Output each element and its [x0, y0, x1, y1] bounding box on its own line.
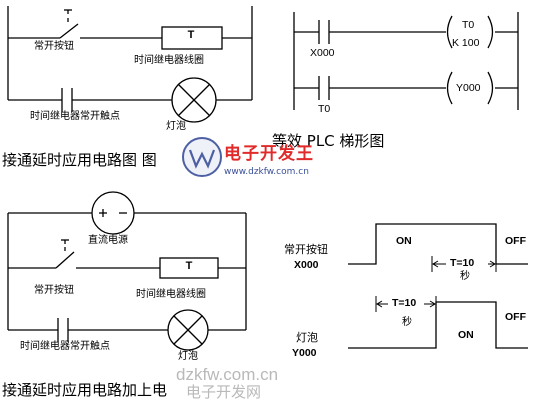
top-circuit-wiring [7, 6, 253, 101]
watermark-logo [182, 137, 222, 177]
bottom-timer-coil [159, 257, 219, 279]
bottom-lamp-symbol [167, 309, 209, 351]
top-switch-symbol [59, 9, 79, 39]
plc-t0-contact-label: T0 [318, 103, 331, 115]
y000-waveform [348, 301, 528, 349]
dc-supply-label: 直流电源 [88, 235, 128, 246]
signal-1-name: 常开按钮 [284, 243, 328, 256]
plc-y000-label: Y000 [456, 82, 481, 94]
watermark-site-cn: 电子开发网 [186, 383, 262, 401]
signal-1-off: OFF [505, 235, 526, 247]
bottom-timer-contact [57, 318, 69, 342]
top-switch-label: 常开按钮 [34, 41, 74, 52]
bottom-circuit-caption: 接通延时应用电路加上电 [2, 381, 168, 399]
plc-rung-1 [294, 15, 518, 49]
delay-2-marker [375, 296, 437, 312]
plc-x000-label: X000 [310, 47, 335, 59]
signal-1-on: ON [396, 235, 412, 247]
delay-2-value: T=10 [392, 297, 417, 309]
top-lamp-symbol [171, 77, 217, 123]
watermark-brand: 电子开发王 [224, 144, 314, 164]
delay-2-unit: 秒 [402, 317, 412, 328]
plc-timer-name: T0 [462, 19, 475, 31]
bottom-circuit-wiring [7, 212, 247, 331]
top-contact-label: 时间继电器常开触点 [30, 111, 120, 122]
top-lamp-label: 灯泡 [166, 121, 186, 132]
signal-2-id: Y000 [292, 347, 317, 359]
bottom-contact-label: 时间继电器常开触点 [20, 341, 110, 352]
top-timer-contact [61, 88, 73, 112]
watermark-site-small: www.dzkfw.com.cn [224, 167, 309, 177]
plc-rails [293, 12, 519, 110]
top-timer-coil [161, 26, 223, 50]
signal-2-off: OFF [505, 311, 526, 323]
plc-timer-setting: K 100 [452, 37, 480, 49]
top-coil-label: 时间继电器线圈 [134, 55, 204, 66]
signal-1-id: X000 [294, 259, 319, 271]
bottom-coil-symbol-text: T [185, 260, 193, 272]
top-circuit-caption: 接通延时应用电路图 图 [2, 151, 157, 169]
bottom-lamp-label: 灯泡 [178, 351, 198, 362]
delay-1-value: T=10 [450, 257, 475, 269]
bottom-switch-symbol [55, 239, 75, 269]
delay-1-unit: 秒 [460, 271, 470, 282]
x000-waveform [348, 223, 528, 265]
plc-caption: 等效 PLC 梯形图 [272, 132, 385, 150]
bottom-coil-label: 时间继电器线圈 [136, 289, 206, 300]
plc-rung-2 [294, 71, 518, 105]
bottom-switch-label: 常开按钮 [34, 285, 74, 296]
delay-1-marker [431, 256, 497, 272]
top-coil-symbol-text: T [187, 29, 195, 41]
signal-2-on: ON [458, 329, 474, 341]
signal-2-name: 灯泡 [296, 331, 318, 344]
watermark-site-large: dzkfw.com.cn [176, 365, 279, 384]
dc-supply-symbol [91, 191, 135, 235]
